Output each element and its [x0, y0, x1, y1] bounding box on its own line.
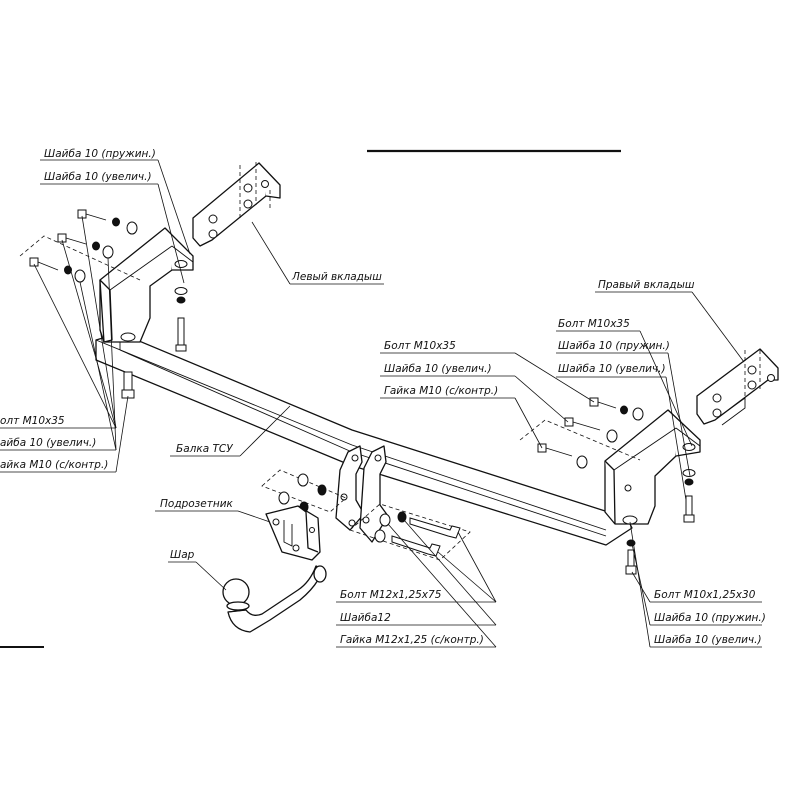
- label-washer-enlarged-right: Шайба 10 (увелич.): [558, 363, 666, 375]
- bolt-vertical-left-bottom: [121, 371, 135, 399]
- label-left-insert: Левый вкладыш: [291, 271, 382, 283]
- label-right-insert: Правый вкладыш: [598, 279, 695, 291]
- label-washer-enlarged-top-left: Шайба 10 (увелич.): [44, 171, 152, 183]
- left-bracket: [99, 227, 194, 343]
- label-washer-spring-top-left: Шайба 10 (пружин.): [44, 148, 156, 160]
- label-ball: Шар: [170, 549, 195, 561]
- center-mount-plates: [335, 445, 389, 543]
- label-washer-enlarged-left: айба 10 (увелич.): [0, 437, 96, 449]
- label-washer-12: Шайба12: [340, 612, 391, 624]
- bolt-vertical-left-top: [174, 287, 188, 352]
- leader-lines: [0, 159, 762, 648]
- m12-bolts: [349, 503, 471, 561]
- left-insert: [192, 162, 281, 247]
- label-washer-spring-bottom-right: Шайба 10 (пружин.): [654, 612, 766, 624]
- label-socket-plate: Подрозетник: [160, 498, 234, 510]
- label-nut-m10-left: айка M10 (с/контр.): [0, 459, 108, 471]
- bolts-center-right: [519, 397, 644, 469]
- socket-plate-hardware: [261, 469, 347, 513]
- label-bolt-m10x125x30: Болт M10x1,25x30: [654, 589, 756, 601]
- right-insert: [696, 348, 779, 426]
- label-bolt-m10x35-center: Болт M10x35: [384, 340, 456, 352]
- label-nut-m12: Гайка M12x1,25 (с/контр.): [340, 634, 484, 646]
- label-bolt-m12: Болт M12x1,25x75: [340, 589, 442, 601]
- tow-ball: [222, 565, 327, 633]
- label-nut-m10-center: Гайка M10 (с/контр.): [384, 385, 498, 397]
- label-bolt-m10x35-right: Болт M10x35: [558, 318, 630, 330]
- bolt-vertical-right: [682, 469, 696, 523]
- bolt-vertical-right-bottom: [625, 539, 637, 575]
- label-washer-spring-right: Шайба 10 (пружин.): [558, 340, 670, 352]
- label-washer-enlarged-bottom-right: Шайба 10 (увелич.): [654, 634, 762, 646]
- socket-plate: [265, 505, 321, 561]
- label-bolt-m10x35-left: олт M10x35: [0, 415, 65, 427]
- label-beam: Балка ТСУ: [176, 443, 233, 455]
- label-washer-enlarged-center: Шайба 10 (увелич.): [384, 363, 492, 375]
